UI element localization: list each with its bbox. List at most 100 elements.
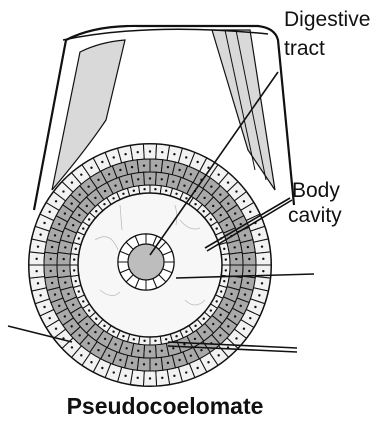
cell-nucleus (172, 181, 174, 183)
cell-nucleus (87, 185, 89, 187)
cell-nucleus (49, 258, 51, 260)
cell-nucleus (203, 331, 205, 333)
cell-nucleus (124, 153, 126, 155)
cell-nucleus (80, 173, 82, 175)
cell-nucleus (161, 178, 163, 180)
cell-nucleus (73, 269, 75, 271)
cell-nucleus (43, 306, 45, 308)
cell-nucleus (258, 233, 260, 235)
cell-nucleus (113, 156, 115, 158)
cell-nucleus (78, 214, 80, 216)
digestive-tract (118, 234, 174, 290)
cell-nucleus (258, 294, 260, 296)
cell-nucleus (125, 347, 127, 349)
cell-nucleus (183, 184, 185, 186)
cell-nucleus (261, 245, 263, 247)
cell-nucleus (108, 355, 110, 357)
cell-nucleus (200, 349, 202, 351)
cell-nucleus (95, 210, 97, 212)
cell-nucleus (70, 202, 72, 204)
cell-nucleus (230, 293, 232, 295)
cell-nucleus (207, 167, 209, 169)
digestive-tract-label-line1: Digestive (284, 8, 370, 31)
cell-nucleus (90, 167, 92, 169)
cell-nucleus (75, 248, 77, 250)
cell-nucleus (185, 197, 187, 199)
cell-nucleus (35, 270, 37, 272)
cell-nucleus (78, 290, 80, 292)
cell-nucleus (244, 293, 246, 295)
cell-nucleus (227, 202, 229, 204)
cell-nucleus (149, 350, 151, 352)
cell-nucleus (78, 193, 80, 195)
cell-nucleus (64, 315, 66, 317)
cell-nucleus (173, 375, 175, 377)
cell-nucleus (37, 245, 39, 247)
cell-nucleus (43, 222, 45, 224)
cell-nucleus (87, 342, 89, 344)
cell-nucleus (185, 156, 187, 158)
cell-nucleus (161, 151, 163, 153)
cell-nucleus (86, 205, 88, 207)
cell-nucleus (234, 212, 236, 214)
cell-nucleus (64, 281, 66, 283)
cell-nucleus (97, 179, 99, 181)
cell-nucleus (178, 169, 180, 171)
cell-nucleus (161, 349, 163, 351)
cell-nucleus (101, 367, 103, 369)
cell-nucleus (155, 164, 157, 166)
cell-nucleus (190, 355, 192, 357)
cell-nucleus (149, 377, 151, 379)
cell-nucleus (203, 197, 205, 199)
gut-lumen (128, 244, 164, 280)
cell-nucleus (225, 269, 227, 271)
cell-nucleus (167, 166, 169, 168)
cell-nucleus (95, 318, 97, 320)
cell-nucleus (103, 325, 105, 327)
cell-nucleus (64, 246, 66, 248)
cell-nucleus (80, 354, 82, 356)
cell-nucleus (219, 193, 221, 195)
cell-nucleus (233, 246, 235, 248)
cell-nucleus (235, 270, 237, 272)
cell-nucleus (196, 161, 198, 163)
cell-nucleus (235, 258, 237, 260)
cell-nucleus (64, 212, 66, 214)
cell-nucleus (219, 214, 221, 216)
cell-nucleus (225, 258, 227, 260)
cell-nucleus (185, 331, 187, 333)
cell-nucleus (175, 335, 177, 337)
cell-nucleus (227, 181, 229, 183)
cell-nucleus (249, 211, 251, 213)
cell-nucleus (226, 224, 228, 226)
cell-nucleus (149, 177, 151, 179)
cell-nucleus (196, 367, 198, 369)
cell-nucleus (119, 169, 121, 171)
cell-nucleus (39, 294, 41, 296)
cell-nucleus (175, 193, 177, 195)
cell-nucleus (161, 377, 163, 379)
cell-nucleus (49, 270, 51, 272)
cell-nucleus (216, 300, 218, 302)
cell-nucleus (143, 363, 145, 365)
cell-nucleus (143, 188, 145, 190)
cell-nucleus (78, 237, 80, 239)
cell-nucleus (217, 354, 219, 356)
cell-nucleus (227, 325, 229, 327)
cell-nucleus (131, 166, 133, 168)
cell-nucleus (51, 246, 53, 248)
cell-nucleus (190, 173, 192, 175)
cell-nucleus (63, 258, 65, 260)
cell-nucleus (223, 280, 225, 282)
cell-nucleus (154, 340, 156, 342)
cell-nucleus (67, 293, 69, 295)
cell-nucleus (247, 282, 249, 284)
cell-nucleus (248, 270, 250, 272)
cell-nucleus (63, 270, 65, 272)
cell-nucleus (240, 305, 242, 307)
cell-nucleus (178, 359, 180, 361)
cell-nucleus (54, 234, 56, 236)
cell-nucleus (244, 234, 246, 236)
cell-nucleus (167, 362, 169, 364)
